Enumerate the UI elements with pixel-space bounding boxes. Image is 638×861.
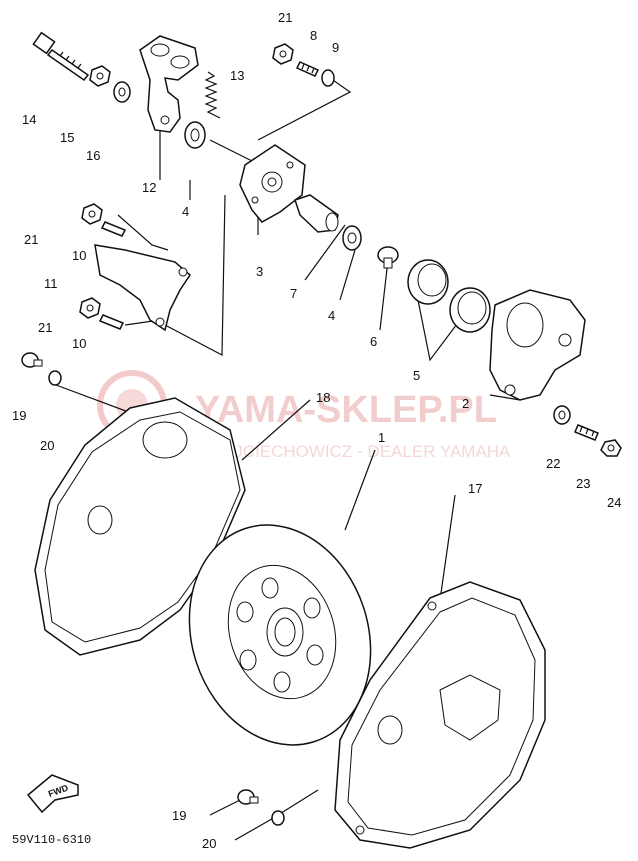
part-number-17: 17 bbox=[468, 481, 482, 496]
part-number-2: 2 bbox=[462, 396, 469, 411]
watermark-brand: YAMA-SKLEP.PL bbox=[195, 389, 497, 431]
pin-6 bbox=[377, 246, 399, 269]
nut-21-mid bbox=[81, 203, 103, 225]
bearing-4-lower bbox=[342, 225, 362, 251]
washer-20-upper bbox=[48, 370, 62, 386]
part-number-4: 4 bbox=[328, 308, 335, 323]
bolt-10-lower bbox=[98, 314, 125, 330]
seal-5-a bbox=[407, 259, 449, 305]
watermark: YAMA-SKLEP.PL WOJCIECHOWICZ - DEALER YAM… bbox=[97, 370, 511, 461]
cam-plate-3 bbox=[239, 144, 306, 223]
watermark-subtitle: WOJCIECHOWICZ - DEALER YAMAHA bbox=[205, 442, 511, 461]
part-number-18: 18 bbox=[316, 390, 330, 405]
caliper-2 bbox=[489, 289, 586, 401]
part-number-10: 10 bbox=[72, 248, 86, 263]
fwd-arrow-icon: FWD bbox=[26, 774, 79, 814]
part-number-19: 19 bbox=[172, 808, 186, 823]
part-number-12: 12 bbox=[142, 180, 156, 195]
spring-13 bbox=[204, 71, 221, 119]
part-number-14: 14 bbox=[22, 112, 36, 127]
part-number-9: 9 bbox=[332, 40, 339, 55]
washer-16 bbox=[113, 81, 131, 103]
brake-arm-12 bbox=[139, 35, 199, 133]
nut-21-top bbox=[272, 43, 294, 65]
part-number-21: 21 bbox=[278, 10, 292, 25]
part-number-22: 22 bbox=[546, 456, 560, 471]
nut-15 bbox=[89, 65, 111, 87]
bracket-11 bbox=[94, 244, 191, 332]
washer-9 bbox=[321, 69, 335, 87]
part-number-11: 11 bbox=[44, 276, 58, 291]
cam-shaft-7 bbox=[294, 194, 339, 233]
screw-19-lower bbox=[237, 789, 259, 805]
nut-21-lower bbox=[79, 297, 101, 319]
screw-19-upper bbox=[21, 352, 43, 368]
part-number-1: 1 bbox=[378, 430, 385, 445]
bolt-14 bbox=[32, 31, 90, 82]
part-number-5: 5 bbox=[413, 368, 420, 383]
part-number-10: 10 bbox=[72, 336, 86, 351]
part-number-20: 20 bbox=[40, 438, 54, 453]
part-number-8: 8 bbox=[310, 28, 317, 43]
part-number-21: 21 bbox=[24, 232, 38, 247]
seal-5-b bbox=[449, 287, 491, 333]
part-number-6: 6 bbox=[370, 334, 377, 349]
part-number-19: 19 bbox=[12, 408, 26, 423]
part-number-21: 21 bbox=[38, 320, 52, 335]
part-number-20: 20 bbox=[202, 836, 216, 851]
shield-18 bbox=[34, 397, 246, 656]
part-number-7: 7 bbox=[290, 286, 297, 301]
diagram-code: 59V110-6310 bbox=[12, 833, 91, 847]
part-number-24: 24 bbox=[607, 495, 621, 510]
part-number-labels: 1234456789101011121314151617181919202021… bbox=[12, 10, 621, 851]
part-number-4: 4 bbox=[182, 204, 189, 219]
nut-24 bbox=[600, 439, 622, 457]
bolt-8 bbox=[295, 61, 320, 77]
washer-22 bbox=[553, 405, 571, 425]
shield-17 bbox=[334, 581, 546, 849]
bolt-23 bbox=[574, 424, 599, 441]
washer-20-lower bbox=[271, 810, 285, 826]
part-number-13: 13 bbox=[230, 68, 244, 83]
part-number-23: 23 bbox=[576, 476, 590, 491]
part-number-3: 3 bbox=[256, 264, 263, 279]
part-number-16: 16 bbox=[86, 148, 100, 163]
bolt-10-upper bbox=[100, 221, 127, 237]
part-number-15: 15 bbox=[60, 130, 74, 145]
brake-disc-1 bbox=[188, 524, 372, 746]
bearing-4-upper bbox=[184, 121, 206, 149]
